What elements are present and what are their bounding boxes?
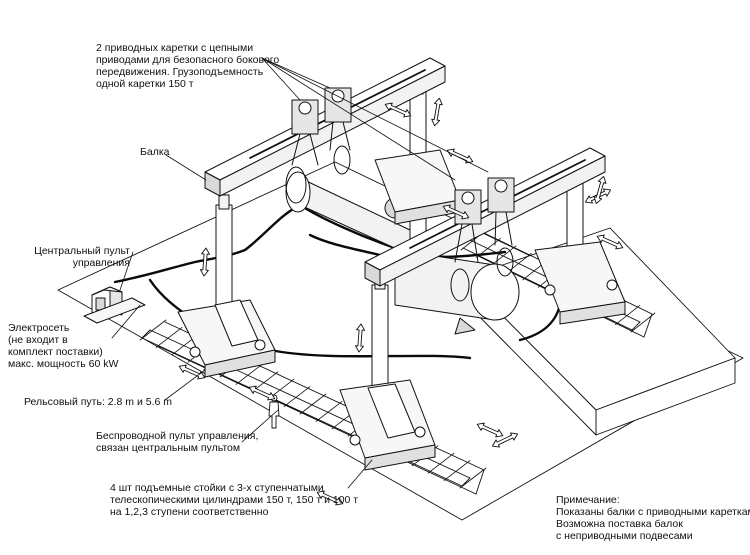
rail-sleeper — [139, 319, 167, 341]
drive-carriage-3 — [454, 189, 482, 263]
double-arrow-icon — [248, 385, 276, 401]
front-rail-track — [141, 321, 485, 495]
lifting-chains — [285, 145, 514, 302]
rail-sleeper — [155, 326, 183, 348]
double-arrow-icon — [384, 102, 412, 118]
power-line-2: (не входит в — [8, 334, 68, 346]
carriages-line-2: приводами для безопасного бокового — [96, 54, 280, 66]
rail-sleeper — [315, 400, 343, 422]
note-line-3: Возможна поставка балок — [556, 518, 683, 530]
lift-column-back-left — [215, 194, 233, 314]
double-arrow-icon — [316, 490, 344, 506]
beam-line-1: Балка — [140, 146, 170, 158]
rail-sleeper — [235, 363, 263, 385]
remote-line-1: Беспроводной пульт управления, — [96, 430, 259, 442]
control-panel-line-2: управления — [72, 257, 130, 269]
rail-sleeper — [630, 312, 656, 333]
rail-line-1: Рельсовый путь: 2.8 m и 5.6 m — [24, 396, 173, 408]
movement-arrows — [178, 97, 624, 506]
carriages-line-3: передвижения. Грузоподъемность — [96, 66, 264, 78]
rail-callout: Рельсовый путь: 2.8 m и 5.6 m — [24, 396, 172, 408]
double-arrow-icon — [354, 323, 366, 353]
double-arrow-icon — [442, 204, 470, 220]
rail-sleeper — [427, 452, 455, 474]
power-callout: Электросеть (не входит в комплект постав… — [8, 322, 118, 370]
note-line-2: Показаны балки с приводными каретками. — [556, 506, 750, 518]
double-arrow-icon — [446, 148, 474, 164]
double-arrow-icon — [491, 432, 519, 448]
column-base-back-left — [374, 149, 461, 225]
central-control-cabinet — [83, 286, 146, 324]
lift-column-front-left — [371, 274, 389, 391]
rail-sleeper — [491, 245, 517, 266]
power-line-3: комплект поставки) — [8, 346, 103, 358]
carriages-callout: 2 приводных каретки с цепными приводами … — [96, 42, 279, 90]
drive-carriage-4 — [487, 177, 515, 246]
control-panel-line-1: Центральный пульт — [34, 245, 130, 257]
carriages-line-4: одной каретки 150 т — [96, 78, 194, 90]
columns-line-1: 4 шт подъемные стойки с 3-х ступенчатыми — [110, 482, 324, 494]
columns-line-2: телескопическими цилиндрами 150 т, 150 т… — [110, 494, 359, 506]
column-base-back-right — [534, 241, 626, 325]
drive-carriage-1 — [291, 99, 319, 166]
rail-sleeper — [443, 460, 471, 482]
power-line-1: Электросеть — [8, 322, 70, 334]
rail-sleeper — [615, 305, 640, 325]
rail-sleeper — [299, 393, 327, 415]
cylindrical-load-right — [394, 249, 520, 335]
remote-callout: Беспроводной пульт управления, связан це… — [96, 430, 258, 454]
double-arrow-icon — [199, 247, 211, 277]
carriages-line-1: 2 приводных каретки с цепными — [96, 42, 254, 54]
columns-line-3: на 1,2,3 ступени соответственно — [110, 506, 269, 518]
note-line-4: с неприводными подвесами — [556, 530, 693, 542]
beam-right — [364, 147, 606, 287]
drive-carriage-2 — [324, 87, 352, 151]
double-arrow-icon — [593, 176, 607, 204]
column-base-front-right — [339, 379, 436, 471]
remote-line-2: связан центральным пультом — [96, 442, 241, 454]
double-arrow-icon — [476, 422, 504, 438]
double-arrow-icon — [431, 97, 443, 127]
rail-sleeper — [459, 467, 487, 489]
columns-callout: 4 шт подъемные стойки с 3-х ступенчатыми… — [110, 482, 358, 518]
rail-sleeper — [283, 386, 311, 408]
leader-lines — [111, 57, 489, 489]
double-arrow-icon — [596, 234, 624, 250]
note-block: Примечание: Показаны балки с приводными … — [556, 494, 750, 542]
column-base-front-left — [177, 299, 276, 378]
power-line-4: макс. мощность 60 kW — [8, 358, 119, 370]
note-line-1: Примечание: — [556, 494, 620, 506]
beam-callout: Балка — [140, 146, 170, 158]
control-panel-callout: Центральный пульт управления — [4, 245, 130, 269]
